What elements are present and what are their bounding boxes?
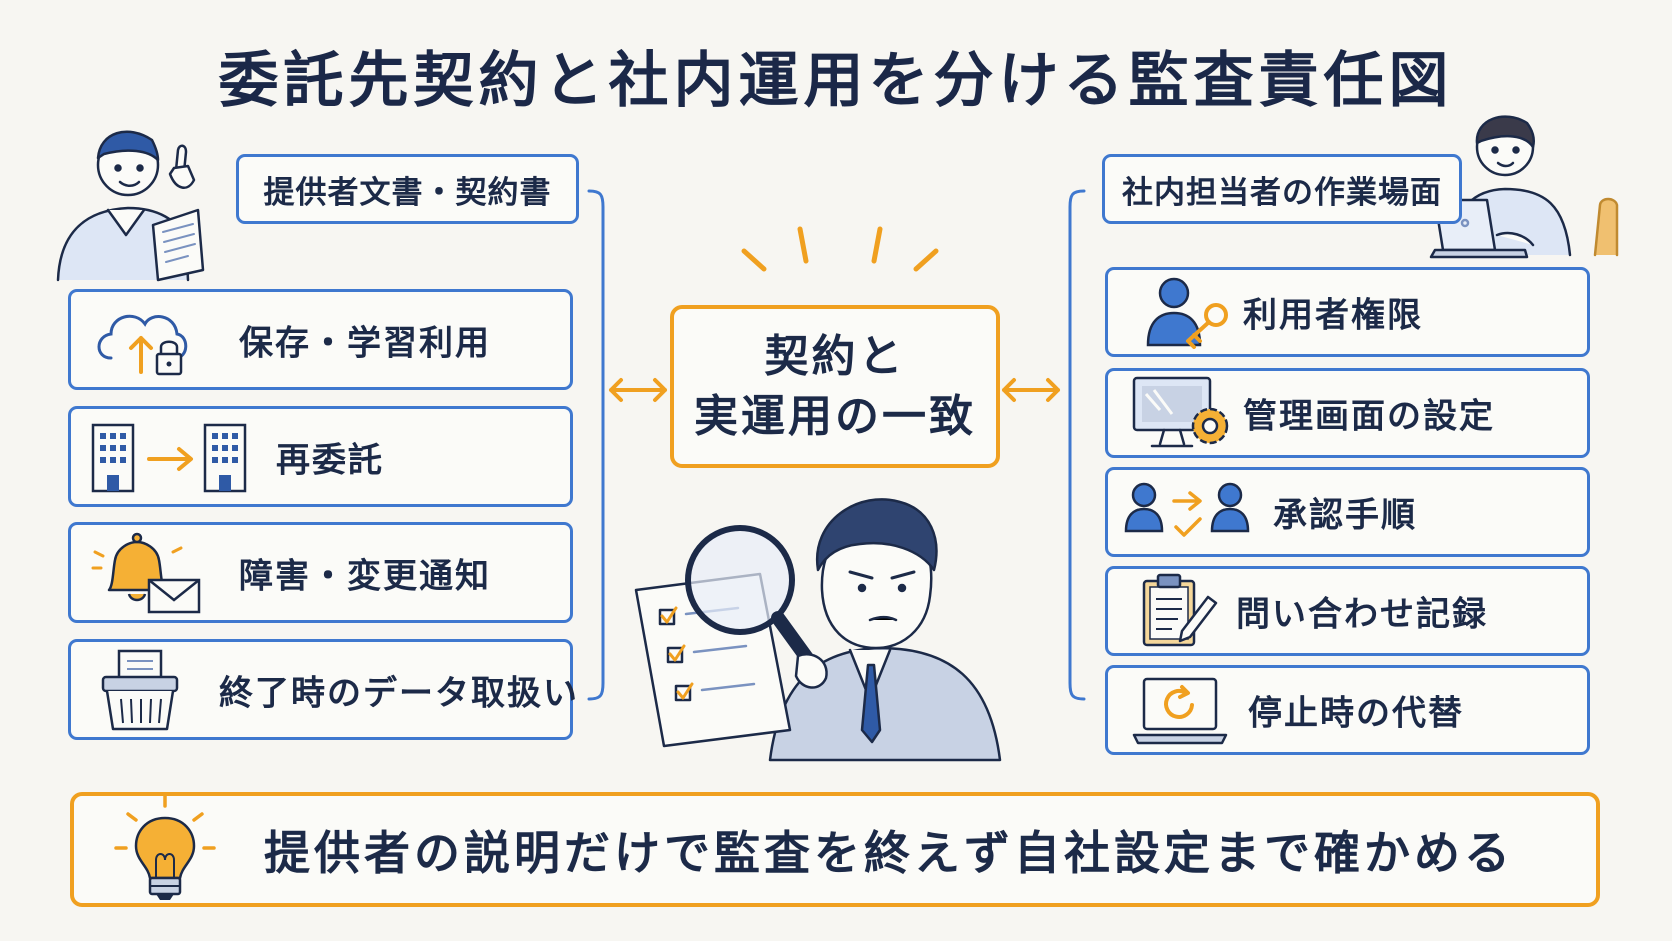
- left-item-notification-label: 障害・変更通知: [239, 556, 491, 596]
- right-item-fallback-label: 停止時の代替: [1248, 693, 1464, 734]
- left-item-storage-label: 保存・学習利用: [239, 323, 491, 363]
- right-item-approval: 承認手順: [1105, 467, 1590, 557]
- left-item-subcontract: 再委託: [68, 406, 573, 507]
- building-arrow-building-icon: [91, 423, 247, 492]
- center-line-2: 実運用の一致: [694, 390, 976, 442]
- right-item-admin-settings: 管理画面の設定: [1105, 368, 1590, 458]
- shredder-icon: [101, 649, 179, 730]
- left-header: 提供者文書・契約書: [236, 154, 579, 224]
- right-double-arrow: [1002, 378, 1060, 402]
- center-alignment-box: 契約と 実運用の一致: [670, 305, 1000, 468]
- right-item-admin-settings-label: 管理画面の設定: [1243, 396, 1495, 437]
- right-header-label: 社内担当者の作業場面: [1122, 174, 1442, 211]
- user-key-icon: [1146, 277, 1228, 349]
- right-item-permissions-label: 利用者権限: [1243, 295, 1423, 336]
- left-item-notification: 障害・変更通知: [68, 522, 573, 623]
- auditor-magnifier-icon: [634, 498, 1002, 762]
- left-bracket: [587, 189, 605, 701]
- clipboard-pen-icon: [1142, 573, 1218, 647]
- page-title: 委託先契約と社内運用を分ける監査責任図: [218, 46, 1454, 116]
- cloud-upload-lock-icon: [97, 314, 188, 375]
- presenter-person-icon: [56, 130, 205, 282]
- right-item-approval-label: 承認手順: [1273, 495, 1417, 536]
- worker-at-laptop-icon: [1429, 115, 1619, 259]
- left-item-subcontract-label: 再委託: [276, 440, 384, 480]
- right-header: 社内担当者の作業場面: [1102, 154, 1462, 224]
- left-double-arrow: [609, 378, 667, 402]
- center-line-1: 契約と: [764, 330, 906, 382]
- left-item-termination-label: 終了時のデータ取扱い: [219, 673, 579, 713]
- right-item-fallback: 停止時の代替: [1105, 665, 1590, 755]
- users-approval-icon: [1124, 482, 1250, 537]
- right-item-inquiry-label: 問い合わせ記録: [1236, 594, 1488, 635]
- emphasis-rays-icon: [741, 226, 939, 272]
- right-bracket: [1068, 189, 1086, 701]
- left-item-storage: 保存・学習利用: [68, 289, 573, 390]
- monitor-gear-icon: [1132, 376, 1229, 448]
- right-item-inquiry: 問い合わせ記録: [1105, 566, 1590, 656]
- takeaway-text: 提供者の説明だけで監査を終えず自社設定まで確かめる: [264, 825, 1514, 880]
- laptop-refresh-icon: [1132, 677, 1228, 745]
- left-item-termination: 終了時のデータ取扱い: [68, 639, 577, 740]
- right-item-permissions: 利用者権限: [1105, 267, 1590, 357]
- left-header-label: 提供者文書・契約書: [263, 174, 552, 211]
- bell-envelope-icon: [91, 532, 201, 613]
- lightbulb-icon: [114, 794, 216, 900]
- takeaway-box: 提供者の説明だけで監査を終えず自社設定まで確かめる: [70, 792, 1600, 907]
